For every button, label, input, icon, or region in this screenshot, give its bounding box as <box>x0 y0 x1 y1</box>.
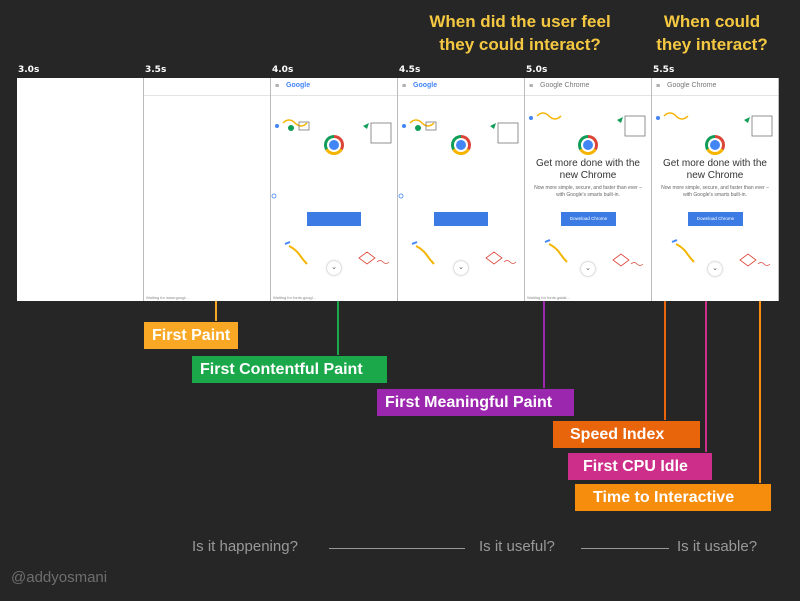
chrome-logo-icon <box>324 135 344 155</box>
page-header <box>652 78 778 96</box>
download-button-placeholder <box>434 212 488 226</box>
brand-name: Google Chrome <box>667 82 717 89</box>
footer-divider <box>329 548 465 549</box>
page-headline: Get more done with the new Chrome <box>536 158 640 181</box>
page-subtext: Now more simple, secure, and faster than… <box>534 185 642 198</box>
download-chrome-button: Download Chrome <box>561 212 616 226</box>
frame-time-label: 4.5s <box>399 65 421 75</box>
frame-time-label: 3.0s <box>18 65 40 75</box>
chevron-down-icon: ⌄ <box>454 261 468 275</box>
brand-name: Google <box>286 82 311 89</box>
metric-first-paint: First Paint <box>144 322 238 349</box>
page-header <box>525 78 651 96</box>
download-chrome-button: Download Chrome <box>688 212 743 226</box>
chevron-down-icon: ⌄ <box>581 262 595 276</box>
menu-icon: ≡ <box>275 83 280 90</box>
filmstrip-frame-bar: Waiting for www.googl... <box>144 78 271 301</box>
frame-time-label: 5.5s <box>653 65 675 75</box>
page-header <box>271 78 397 96</box>
metric-time-to-interactive: Time to Interactive <box>575 484 771 511</box>
footer-divider <box>581 548 669 549</box>
first-meaningful-paint-connector <box>543 301 545 388</box>
metric-first-contentful-paint: First Contentful Paint <box>192 356 387 383</box>
first-paint-connector <box>215 301 217 321</box>
filmstrip-frame-meaningful: ≡ Google Chrome Get more done with the n… <box>652 78 779 301</box>
filmstrip-frame-content: ≡ Google ⌄ Waiting for fonts.googl... <box>271 78 398 301</box>
time-to-interactive-connector <box>759 301 761 483</box>
footer-question-happening: Is it happening? <box>192 538 298 555</box>
page-header <box>398 78 524 96</box>
chrome-logo-icon <box>578 135 598 155</box>
chevron-down-icon: ⌄ <box>708 262 722 276</box>
loading-status: Waiting for www.googl... <box>146 295 189 300</box>
menu-icon: ≡ <box>529 83 534 90</box>
menu-icon: ≡ <box>402 83 407 90</box>
menu-icon: ≡ <box>656 83 661 90</box>
download-button-placeholder <box>307 212 361 226</box>
chrome-logo-icon <box>705 135 725 155</box>
page-headline: Get more done with the new Chrome <box>663 158 767 181</box>
brand-name: Google <box>413 82 438 89</box>
question-feel-interact: When did the user feel they could intera… <box>429 12 611 54</box>
filmstrip-frame-blank <box>17 78 144 301</box>
speed-index-connector <box>664 301 666 420</box>
filmstrip-frame-meaningful: ≡ Google Chrome Get more done with the n… <box>525 78 652 301</box>
frame-time-label: 3.5s <box>145 65 167 75</box>
metric-speed-index: Speed Index <box>553 421 700 448</box>
page-subtext: Now more simple, secure, and faster than… <box>661 185 769 198</box>
filmstrip-frame-content: ≡ Google ⌄ <box>398 78 525 301</box>
first-cpu-idle-connector <box>705 301 707 452</box>
loading-status: Waiting for fonts.gstati... <box>527 295 570 300</box>
footer-question-useful: Is it useful? <box>479 538 555 555</box>
address-bar <box>144 78 270 96</box>
illustration-doodles <box>656 112 773 267</box>
frame-time-label: 4.0s <box>272 65 294 75</box>
chevron-down-icon: ⌄ <box>327 261 341 275</box>
author-credit: @addyosmani <box>11 569 108 586</box>
illustration-doodles <box>271 119 392 265</box>
frame-time-label: 5.0s <box>526 65 548 75</box>
footer-question-usable: Is it usable? <box>677 538 758 555</box>
first-contentful-paint-connector <box>337 301 339 355</box>
question-could-interact: When could they interact? <box>656 12 768 54</box>
metric-first-cpu-idle: First CPU Idle <box>568 453 712 480</box>
chrome-logo-icon <box>451 135 471 155</box>
illustration-doodles <box>398 119 519 265</box>
metric-first-meaningful-paint: First Meaningful Paint <box>377 389 574 416</box>
loading-status: Waiting for fonts.googl... <box>273 295 316 300</box>
illustration-doodles <box>529 112 646 267</box>
brand-name: Google Chrome <box>540 82 590 89</box>
